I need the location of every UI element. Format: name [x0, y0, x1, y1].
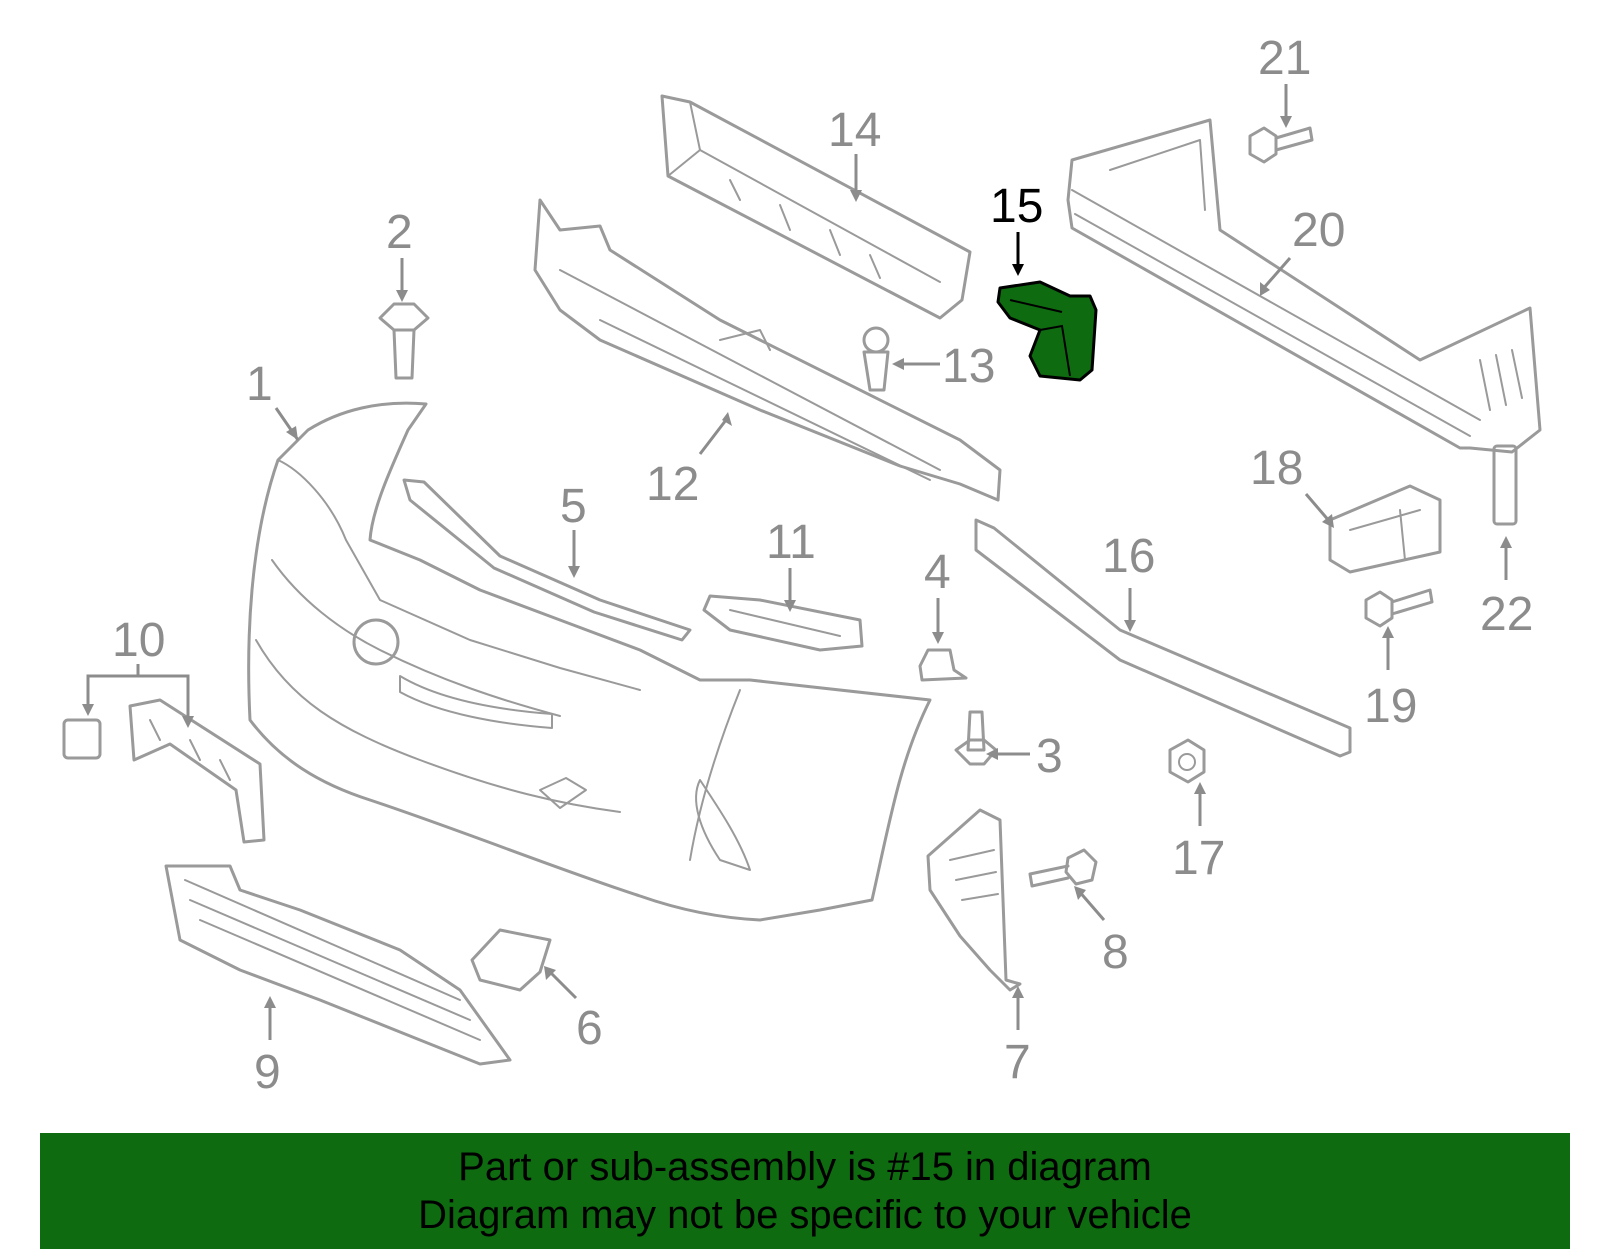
callout-1: 1 [246, 358, 273, 411]
callout-3: 3 [1036, 730, 1063, 783]
part-5-molding [402, 478, 692, 642]
part-22-tube [1492, 444, 1518, 526]
callout-8: 8 [1102, 926, 1129, 979]
part-18-bracket [1328, 484, 1442, 574]
callout-20: 20 [1292, 204, 1345, 257]
callout-19: 19 [1364, 680, 1417, 733]
info-banner: Part or sub-assembly is #15 in diagram D… [40, 1133, 1570, 1249]
part-11-grille [702, 594, 864, 652]
callout-16: 16 [1102, 530, 1155, 583]
part-14-absorber [660, 94, 972, 320]
banner-line-1: Part or sub-assembly is #15 in diagram [458, 1145, 1152, 1189]
callout-arrows [82, 84, 1512, 1040]
banner-line-2: Diagram may not be specific to your vehi… [418, 1193, 1192, 1237]
part-7-panel [926, 808, 1022, 992]
callout-17: 17 [1172, 832, 1225, 885]
callout-18: 18 [1250, 442, 1303, 495]
callout-4: 4 [924, 546, 951, 599]
callout-12: 12 [646, 458, 699, 511]
callout-11: 11 [766, 516, 816, 569]
callout-2: 2 [386, 206, 413, 259]
part-12-reinforcement [533, 198, 1002, 502]
part-6-cap [470, 928, 552, 992]
callout-10: 10 [112, 614, 165, 667]
part-9-lower-grille [164, 864, 512, 1066]
callout-14: 14 [828, 104, 881, 157]
callout-22: 22 [1480, 588, 1533, 641]
part-20-bar [1066, 118, 1542, 454]
callout-15: 15 [990, 180, 1043, 233]
part-15-bracket [996, 280, 1098, 382]
callout-7: 7 [1004, 1036, 1031, 1089]
part-16-beam [974, 518, 1352, 758]
callout-numbers: 1 2 3 4 5 6 7 8 9 10 11 12 13 14 15 16 1… [112, 32, 1533, 1099]
callout-9: 9 [254, 1046, 281, 1099]
callout-5: 5 [560, 480, 587, 533]
fasteners [378, 126, 1434, 888]
callout-6: 6 [576, 1002, 603, 1055]
callout-21: 21 [1258, 32, 1311, 85]
part-10-bracket [62, 698, 266, 844]
callout-13: 13 [942, 340, 995, 393]
part-1-bumper-cover [247, 401, 932, 922]
